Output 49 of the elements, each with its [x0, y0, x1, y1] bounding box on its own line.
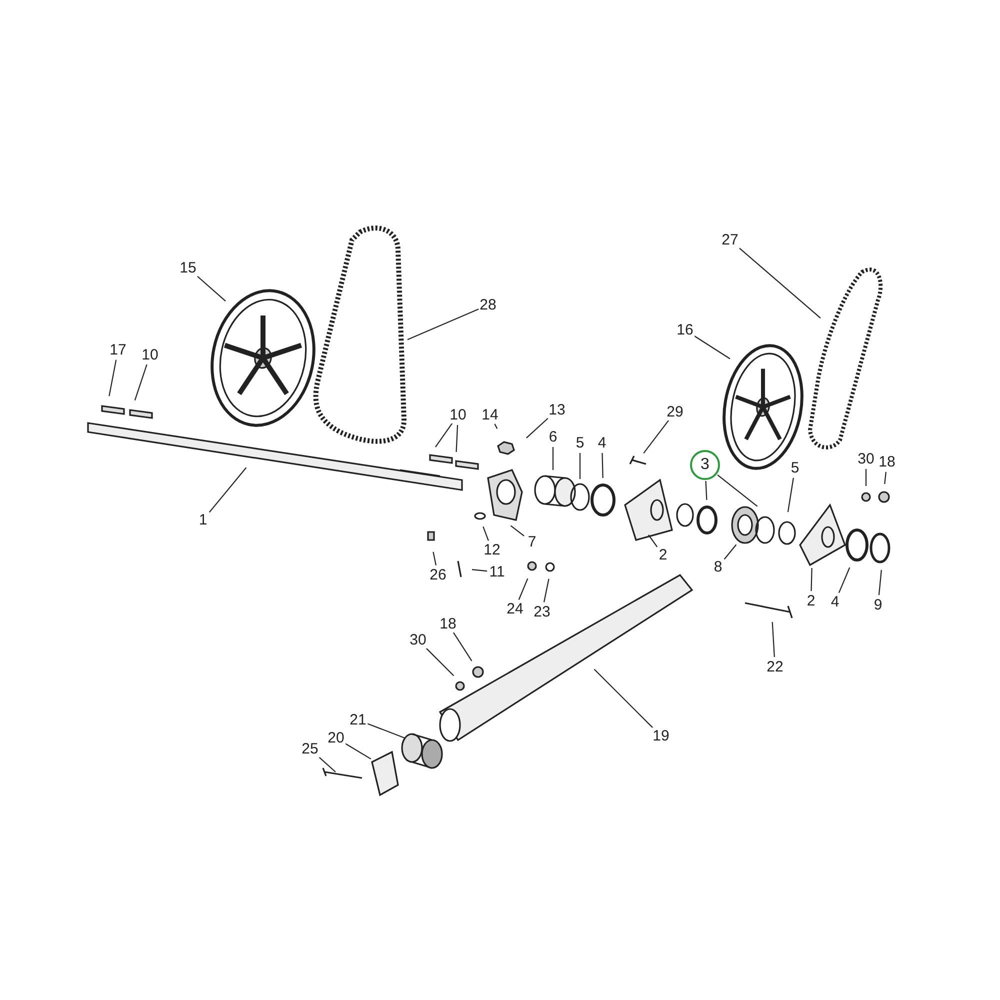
leader-line [724, 544, 737, 560]
leader-line [579, 453, 581, 479]
callout-number: 29 [666, 404, 684, 420]
leader-line [108, 360, 117, 396]
callout-number: 10 [448, 406, 468, 424]
leader-line [717, 474, 758, 507]
leader-line [648, 534, 658, 548]
leader-line [494, 424, 498, 429]
leader-line [787, 478, 794, 512]
leader-line [552, 447, 554, 470]
leader-line [432, 552, 437, 566]
circled-callout-number: 3 [690, 450, 720, 480]
callout-number: 20 [326, 730, 346, 746]
leader-line [705, 480, 708, 500]
leader-line [456, 424, 458, 452]
callout-number: 30 [408, 632, 428, 648]
callout-number: 16 [676, 322, 694, 338]
leader-line [344, 742, 372, 760]
callout-number: 25 [300, 740, 320, 758]
callout-number: 18 [438, 616, 458, 632]
leader-line [518, 578, 528, 600]
leader-line [435, 422, 453, 448]
leader-line [643, 420, 670, 454]
leader-line [317, 755, 336, 772]
leader-line [208, 467, 247, 513]
leader-line [543, 578, 550, 602]
callout-number: 27 [720, 232, 740, 248]
leader-line [472, 569, 488, 572]
leader-line [884, 472, 886, 484]
leader-line [602, 452, 604, 478]
leader-line [367, 723, 405, 738]
leader-line [737, 246, 821, 318]
leader-line [510, 525, 524, 536]
callout-number: 15 [178, 260, 198, 276]
leader-line [594, 668, 654, 730]
leader-line [838, 567, 850, 594]
leader-line [810, 568, 812, 592]
leader-line [195, 274, 226, 302]
leader-line [452, 632, 472, 662]
leader-line [772, 622, 775, 658]
leader-line [878, 570, 882, 596]
leader-line [526, 416, 550, 438]
callout-number: 13 [548, 402, 566, 418]
leader-line [407, 308, 480, 340]
leader-line [865, 469, 867, 486]
leader-line [134, 364, 148, 400]
leader-line [424, 646, 454, 676]
leader-line [482, 526, 489, 541]
leader-line [693, 334, 730, 360]
